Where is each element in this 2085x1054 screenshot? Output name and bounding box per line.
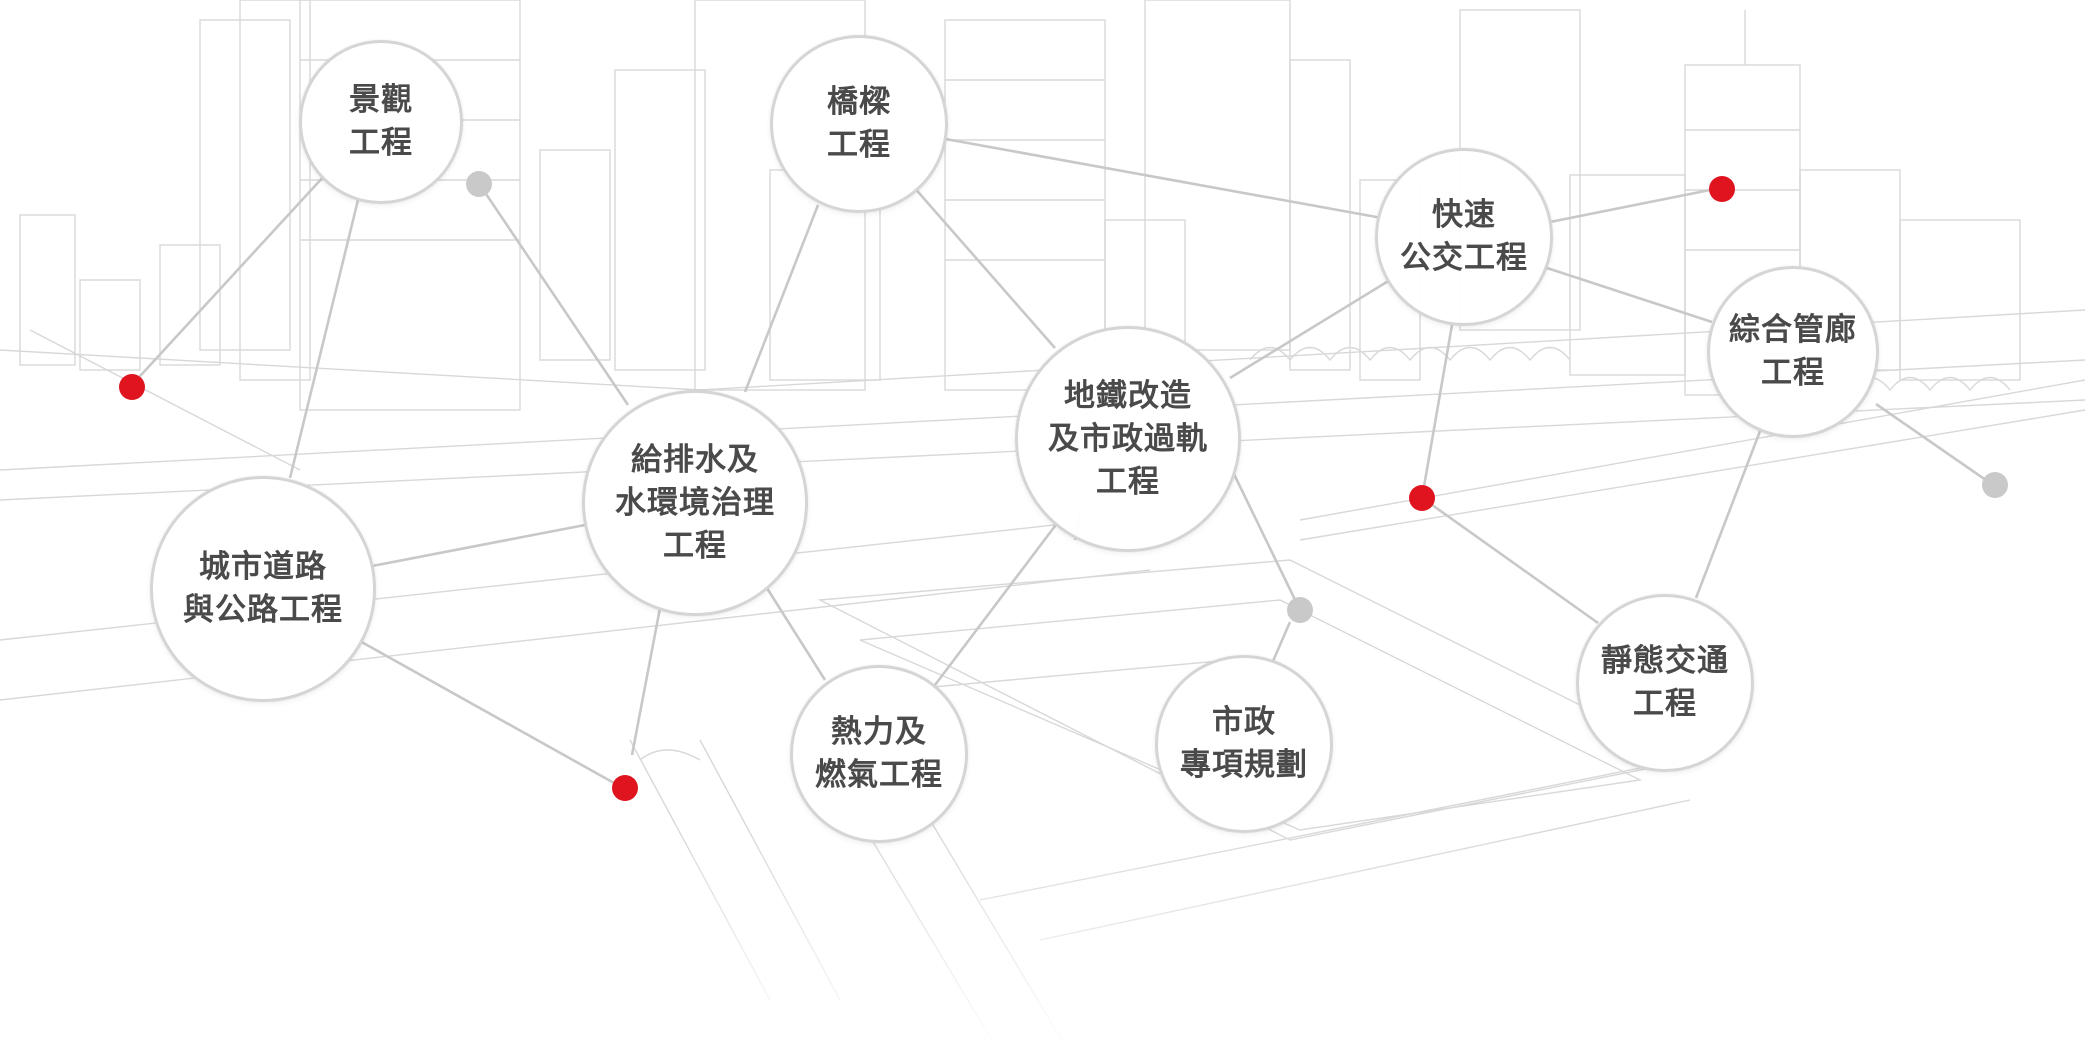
node-water-line1: 給排水及	[631, 441, 759, 478]
node-metro-line2: 及市政過軌	[1048, 420, 1208, 457]
red-marker-bottom[interactable]	[612, 775, 638, 801]
node-landscape-line2: 工程	[349, 125, 413, 161]
node-landscape-label: 景觀 工程	[349, 79, 413, 165]
node-bridge-label: 橋樑 工程	[827, 81, 891, 167]
grey-marker-right[interactable]	[1982, 472, 2008, 498]
node-planning[interactable]: 市政 專項規劃	[1155, 655, 1333, 833]
node-heat-gas-line1: 熱力及	[831, 714, 927, 750]
node-metro-line3: 工程	[1096, 463, 1160, 500]
node-brt-line1: 快速	[1432, 197, 1496, 233]
node-utility-tunnel-label: 綜合管廊 工程	[1729, 309, 1857, 395]
node-brt-line2: 公交工程	[1400, 240, 1528, 276]
node-bridge[interactable]: 橋樑 工程	[770, 35, 948, 213]
node-water-line2: 水環境治理	[615, 484, 775, 521]
node-utility-tunnel[interactable]: 綜合管廊 工程	[1707, 266, 1879, 438]
node-static-traffic-line1: 靜態交通	[1601, 643, 1729, 679]
red-marker-brt[interactable]	[1709, 176, 1735, 202]
grey-marker-landscape[interactable]	[466, 171, 492, 197]
node-water-line3: 工程	[663, 527, 727, 564]
node-road-line2: 與公路工程	[183, 592, 343, 628]
node-static-traffic[interactable]: 靜態交通 工程	[1576, 594, 1754, 772]
node-bridge-line1: 橋樑	[827, 84, 891, 120]
node-bridge-line2: 工程	[827, 127, 891, 163]
node-heat-gas-line2: 燃氣工程	[815, 757, 943, 793]
node-utility-tunnel-line1: 綜合管廊	[1729, 312, 1857, 348]
node-road-label: 城市道路 與公路工程	[183, 546, 343, 632]
node-utility-tunnel-line2: 工程	[1761, 355, 1825, 391]
node-static-traffic-line2: 工程	[1633, 686, 1697, 722]
node-water[interactable]: 給排水及 水環境治理 工程	[582, 390, 808, 616]
red-marker-center[interactable]	[1409, 485, 1435, 511]
node-planning-line1: 市政	[1212, 704, 1276, 740]
node-planning-label: 市政 專項規劃	[1180, 701, 1308, 787]
node-brt-label: 快速 公交工程	[1400, 194, 1528, 280]
red-marker-left[interactable]	[119, 374, 145, 400]
grey-marker-metro[interactable]	[1287, 597, 1313, 623]
node-static-traffic-label: 靜態交通 工程	[1601, 640, 1729, 726]
node-metro[interactable]: 地鐵改造 及市政過軌 工程	[1015, 326, 1241, 552]
node-metro-line1: 地鐵改造	[1064, 377, 1192, 414]
node-landscape[interactable]: 景觀 工程	[299, 40, 463, 204]
node-road-line1: 城市道路	[199, 549, 327, 585]
node-metro-label: 地鐵改造 及市政過軌 工程	[1048, 375, 1208, 504]
node-landscape-line1: 景觀	[349, 82, 413, 118]
connector-lines	[129, 136, 1994, 790]
node-road[interactable]: 城市道路 與公路工程	[150, 476, 376, 702]
node-water-label: 給排水及 水環境治理 工程	[615, 439, 775, 568]
node-brt[interactable]: 快速 公交工程	[1375, 148, 1553, 326]
node-planning-line2: 專項規劃	[1180, 747, 1308, 783]
node-heat-gas[interactable]: 熱力及 燃氣工程	[790, 665, 968, 843]
node-heat-gas-label: 熱力及 燃氣工程	[815, 711, 943, 797]
